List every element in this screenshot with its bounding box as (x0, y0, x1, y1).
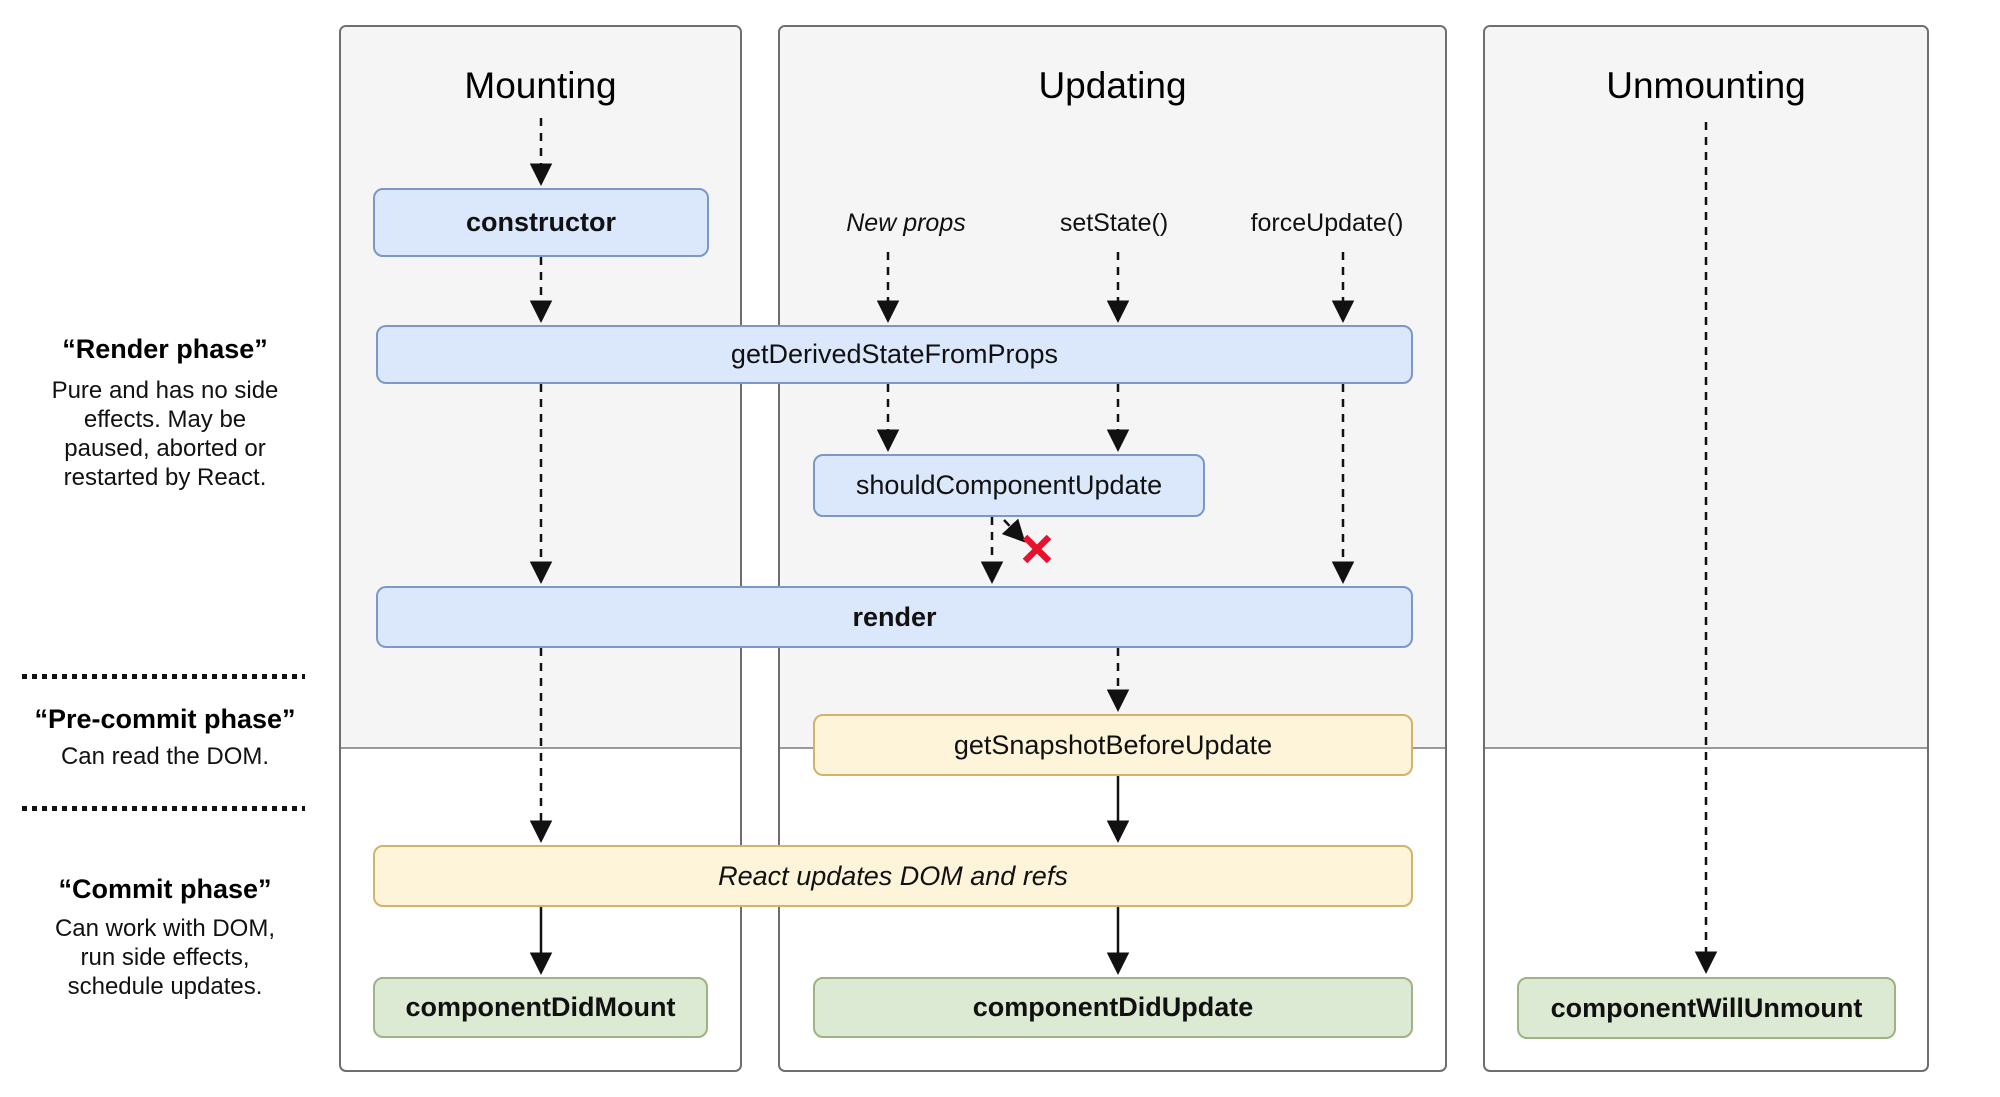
mounting-panel-title: Mounting (464, 65, 617, 106)
unmounting-render-phase-zone (1485, 27, 1927, 749)
trigger-new-props: New props (846, 209, 966, 237)
render-phase-title: “Render phase” (62, 334, 268, 364)
node-getderivedstatefromprops: getDerivedStateFromProps (376, 325, 1413, 384)
pre-commit-phase-note: “Pre-commit phase” Can read the DOM. (15, 700, 315, 771)
commit-phase-note: “Commit phase” Can work with DOM, run si… (15, 870, 315, 1001)
node-getsnapshotbeforeupdate: getSnapshotBeforeUpdate (813, 714, 1413, 776)
render-phase-note: “Render phase” Pure and has no side effe… (15, 330, 315, 492)
commit-phase-title: “Commit phase” (58, 874, 272, 904)
node-componentdidmount: componentDidMount (373, 977, 708, 1038)
updating-panel-title: Updating (1038, 65, 1187, 106)
mounting-panel: Mounting (339, 25, 742, 1072)
updating-panel: Updating (778, 25, 1447, 1072)
trigger-force-update: forceUpdate() (1250, 209, 1404, 237)
unmounting-panel-title: Unmounting (1606, 65, 1806, 106)
node-componentwillunmount: componentWillUnmount (1517, 977, 1896, 1039)
node-react-updates-dom-and-refs: React updates DOM and refs (373, 845, 1413, 907)
phase-divider-top-dotted-line (22, 674, 305, 679)
trigger-set-state: setState() (1059, 209, 1169, 237)
node-componentdidupdate: componentDidUpdate (813, 977, 1413, 1038)
node-shouldcomponentupdate: shouldComponentUpdate (813, 454, 1205, 517)
pre-commit-phase-description: Can read the DOM. (60, 743, 270, 770)
commit-phase-description: Can work with DOM, run side effects, sch… (54, 915, 276, 1000)
node-constructor: constructor (373, 188, 709, 257)
node-render: render (376, 586, 1413, 648)
pre-commit-phase-title: “Pre-commit phase” (34, 704, 296, 734)
phase-divider-bottom-dotted-line (22, 806, 305, 811)
unmounting-panel: Unmounting (1483, 25, 1929, 1072)
render-phase-description: Pure and has no side effects. May be pau… (51, 377, 279, 491)
